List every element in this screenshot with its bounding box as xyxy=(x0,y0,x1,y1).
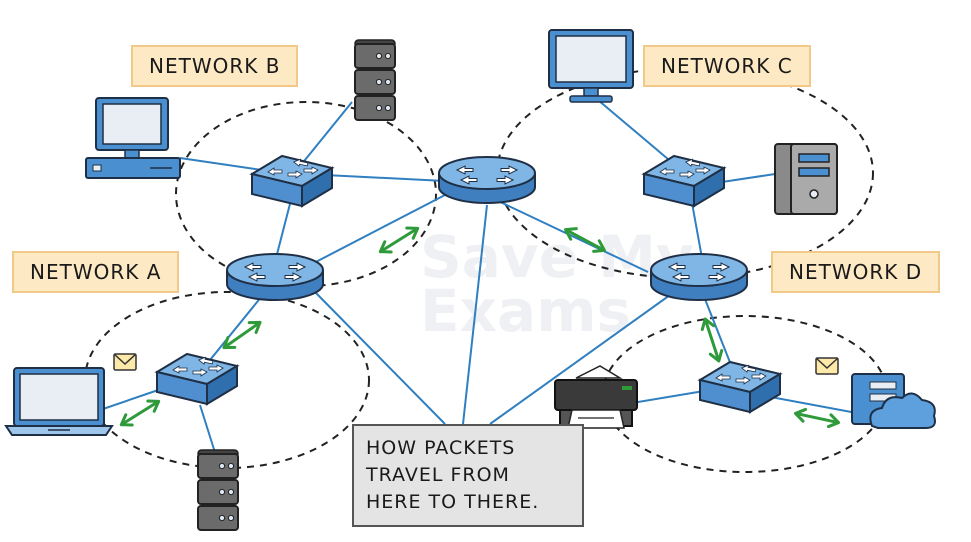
router-icon xyxy=(650,253,748,301)
tower-pc-icon xyxy=(774,143,838,215)
caption-line-3: HERE TO THERE. xyxy=(366,491,540,513)
printer-icon xyxy=(554,365,638,429)
double-arrow-icon xyxy=(561,222,609,258)
network-d-label: NETWORK D xyxy=(771,251,941,293)
cloud-server-icon xyxy=(851,373,936,429)
network-b-label: NETWORK B xyxy=(131,45,299,87)
envelope-icon xyxy=(113,353,137,371)
switch-icon xyxy=(643,155,725,207)
caption-box: HOW PACKETS TRAVEL FROM HERE TO THERE. xyxy=(352,424,584,527)
server-icon xyxy=(197,449,239,531)
router-icon xyxy=(226,253,324,301)
router-icon xyxy=(438,156,536,204)
double-arrow-icon xyxy=(792,406,842,430)
double-arrow-icon xyxy=(375,221,423,259)
monitor-icon xyxy=(548,29,634,103)
double-arrow-icon xyxy=(219,315,265,355)
server-icon xyxy=(354,39,396,121)
network-c-label: NETWORK C xyxy=(643,45,811,87)
switch-icon xyxy=(156,353,238,405)
caption-line-1: HOW PACKETS xyxy=(366,437,516,459)
switch-icon xyxy=(251,155,333,207)
desktop-computer-icon xyxy=(85,97,181,179)
switch-icon xyxy=(699,361,781,413)
laptop-icon xyxy=(4,367,114,436)
caption-line-2: TRAVEL FROM xyxy=(366,464,510,486)
envelope-icon xyxy=(815,357,839,375)
network-a-label: NETWORK A xyxy=(12,251,180,293)
